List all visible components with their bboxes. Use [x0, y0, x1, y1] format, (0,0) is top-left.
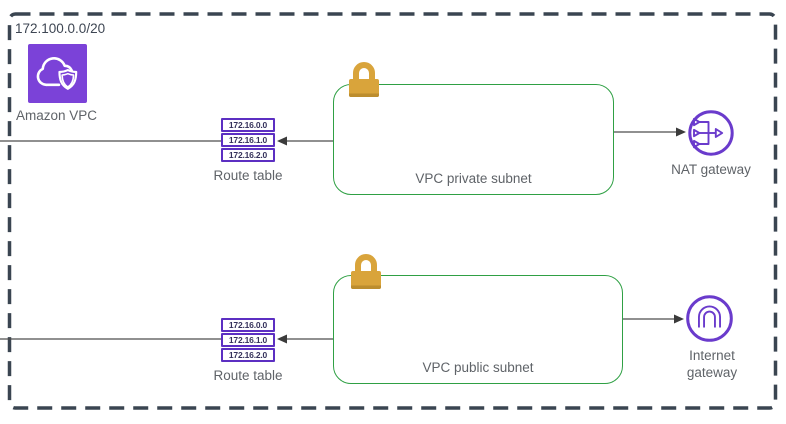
arrowhead-nat-gateway [676, 127, 686, 137]
route-table-public-label: Route table [213, 368, 283, 383]
route-entry: 172.16.0.0 [221, 318, 275, 332]
route-entry: 172.16.1.0 [221, 333, 275, 347]
route-entry: 172.16.1.0 [221, 133, 275, 147]
nat-gateway-label: NAT gateway [671, 162, 751, 177]
route-entry: 172.16.0.0 [221, 118, 275, 132]
lock-icon [347, 59, 381, 99]
route-table-private-label: Route table [213, 168, 283, 183]
vpc-cidr-label: 172.100.0.0/20 [15, 21, 106, 36]
lock-icon [349, 251, 383, 291]
route-entry: 172.16.2.0 [221, 348, 275, 362]
route-entry: 172.16.2.0 [221, 148, 275, 162]
nat-gateway-icon [687, 109, 735, 157]
route-table-public: 172.16.0.0 172.16.1.0 172.16.2.0 [221, 318, 279, 363]
arrowhead-internet-gateway [674, 314, 684, 324]
arrowhead-public-route [277, 334, 287, 344]
internet-gateway-label: Internet gateway [686, 348, 738, 380]
public-subnet-label: VPC public subnet [422, 360, 534, 375]
public-subnet-node: VPC public subnet [333, 275, 623, 384]
internet-gateway-icon [685, 294, 734, 343]
amazon-vpc-icon [28, 44, 87, 103]
route-table-private: 172.16.0.0 172.16.1.0 172.16.2.0 [221, 118, 279, 163]
private-subnet-node: VPC private subnet [333, 84, 614, 195]
amazon-vpc-label: Amazon VPC [16, 108, 98, 123]
arrowhead-private-route [277, 136, 287, 146]
private-subnet-label: VPC private subnet [415, 171, 532, 186]
